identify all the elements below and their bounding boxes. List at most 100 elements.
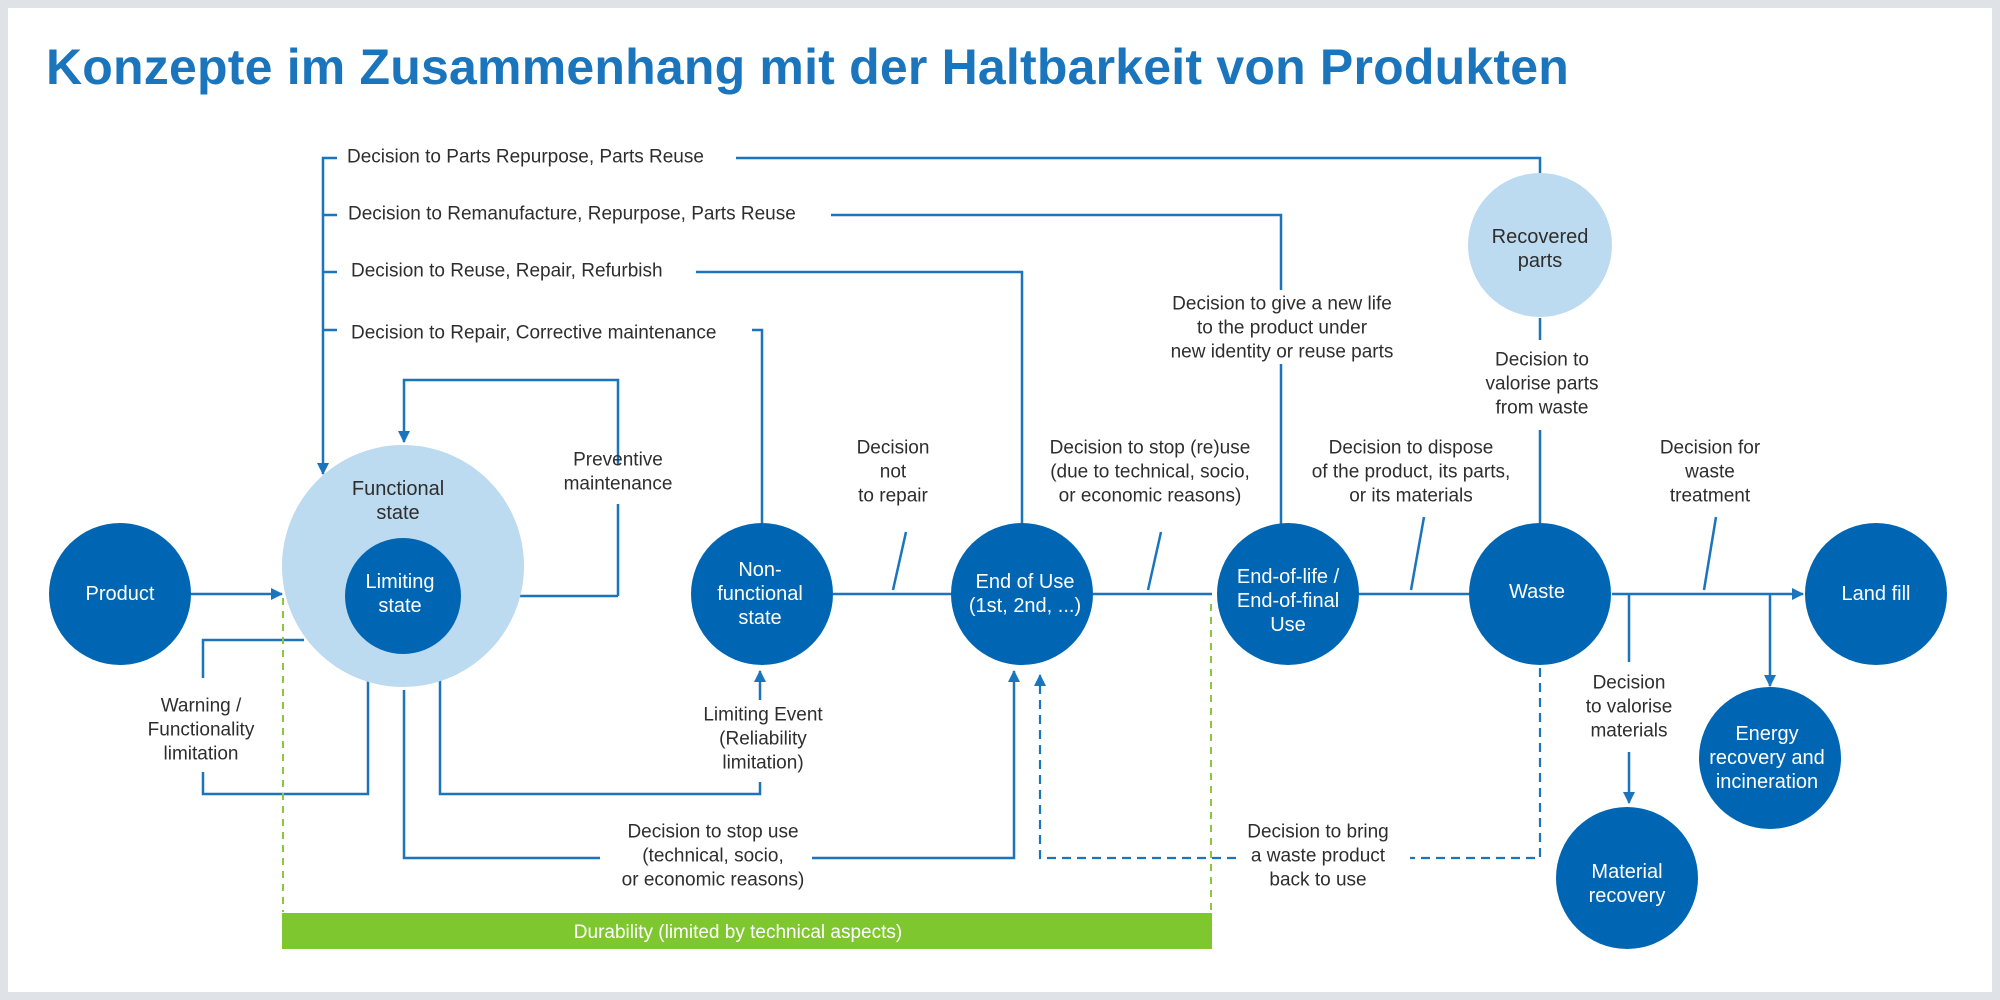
nodes — [49, 173, 1947, 949]
product-label-line: Product — [86, 583, 155, 605]
energy-recovery-node — [1699, 687, 1841, 829]
stop-use-line — [402, 690, 600, 860]
waste-treatment-label-line: waste — [1684, 462, 1735, 483]
material-recovery-label-line: Material — [1591, 861, 1662, 883]
stop-reuse-label-line: or economic reasons) — [1059, 486, 1242, 507]
reuse-repair-label-line: Decision to Reuse, Repair, Refurbish — [351, 261, 663, 282]
recovered-parts-label-line: parts — [1518, 250, 1562, 272]
stop-use-line-right — [812, 670, 1020, 860]
stop-reuse-label: Decision to stop (re)use(due to technica… — [1050, 438, 1251, 507]
waste-node — [1469, 523, 1611, 665]
durability-label: Durability (limited by technical aspects… — [574, 922, 902, 943]
land-fill-label: Land fill — [1842, 583, 1911, 605]
material-recovery-label-line: recovery — [1589, 885, 1666, 907]
page-title: Konzepte im Zusammenhang mit der Haltbar… — [46, 39, 1569, 95]
non-functional-label-line: functional — [717, 583, 803, 605]
repair-corrective-line — [752, 328, 764, 524]
end-of-life-label-line: End-of-life / — [1237, 566, 1340, 588]
bring-back-label-line: a waste product — [1251, 846, 1386, 867]
preventive-label: Preventive maintenance — [564, 450, 673, 495]
warning-loop — [201, 638, 304, 678]
parts-repurpose-line-left — [317, 156, 337, 475]
tick-waste-treatment — [1702, 516, 1718, 591]
waste-treatment-label-line: Decision for — [1660, 438, 1761, 459]
bring-back-label-line: Decision to bring — [1247, 822, 1389, 843]
waste-label: Waste — [1509, 581, 1565, 603]
limiting-event-label-line: Limiting Event — [703, 705, 823, 726]
dispose-label-line: or its materials — [1349, 486, 1473, 507]
warning-label-line: limitation — [164, 744, 239, 765]
waste-label-line: Waste — [1509, 581, 1565, 603]
valorise-materials-label-line: Decision — [1593, 673, 1666, 694]
product-node — [49, 523, 191, 665]
reuse-repair-label: Decision to Reuse, Repair, Refurbish — [351, 261, 663, 282]
connector-lines — [190, 156, 1804, 860]
durability-bounds — [282, 598, 1212, 912]
tick-dispose — [1409, 516, 1426, 591]
product-label: Product — [86, 583, 155, 605]
valorise-parts-label-line: from waste — [1496, 398, 1589, 419]
parts-repurpose-line — [736, 156, 1542, 173]
stop-use-label-line: Decision to stop use — [627, 822, 798, 843]
stop-use-label-line: (technical, socio, — [642, 846, 784, 867]
warning-label-line: Functionality — [148, 720, 255, 741]
limiting-state-label-line: state — [378, 595, 421, 617]
durability-bar — [282, 913, 1212, 949]
bring-back-dashed-line-right — [1410, 668, 1542, 860]
land-fill-node — [1805, 523, 1947, 665]
warning-label-line: Warning / — [161, 696, 242, 717]
new-life-label-line: new identity or reuse parts — [1171, 342, 1394, 363]
preventive-label-line: maintenance — [564, 474, 673, 495]
node-labels: ProductFunctionalstateLimitingstateNon-f… — [86, 226, 1911, 907]
dispose-label: Decision to dispose of the product, its p… — [1312, 438, 1511, 507]
stop-use-label: Decision to stop use (technical, socio, or… — [622, 822, 805, 891]
dispose-label-line: of the product, its parts, — [1312, 462, 1511, 483]
non-functional-label-line: Non- — [738, 559, 781, 581]
stop-use-label-line: or economic reasons) — [622, 870, 805, 891]
functional-state-label-line: Functional — [352, 478, 444, 500]
non-functional-node — [691, 523, 833, 665]
tick-not-repair — [891, 531, 908, 591]
limiting-state-label-line: Limiting — [366, 571, 435, 593]
new-life-label-line: to the product under — [1197, 318, 1368, 339]
end-of-use-label-line: End of Use — [976, 571, 1075, 593]
energy-recovery-label-line: incineration — [1716, 771, 1818, 793]
parts-repurpose-label: Decision to Parts Repurpose, Parts Reuse — [347, 147, 704, 168]
warning-loop-bottom — [201, 641, 374, 796]
remanufacture-label: Decision to Remanufacture, Repurpose, Pa… — [348, 204, 796, 225]
limiting-event-line — [438, 637, 762, 796]
remanufacture-label-line: Decision to Remanufacture, Repurpose, Pa… — [348, 204, 796, 225]
end-of-use-label-line: (1st, 2nd, ...) — [969, 595, 1081, 617]
preventive-maintenance-loop-top — [398, 378, 620, 465]
functional-state-label-line: state — [376, 502, 419, 524]
tick-stop-reuse — [1146, 531, 1163, 591]
not-repair-label-line: not — [880, 462, 907, 483]
annotation-labels: Decision to Parts Repurpose, Parts Reuse… — [148, 147, 1761, 891]
energy-recovery-label-line: Energy — [1735, 723, 1798, 745]
valorise-parts-label-line: valorise parts — [1486, 374, 1599, 395]
end-of-use-node — [951, 523, 1093, 665]
repair-corrective-label: Decision to Repair, Corrective maintenan… — [351, 323, 716, 344]
reuse-repair-line — [696, 270, 1024, 524]
end-of-life-node — [1217, 523, 1359, 665]
material-recovery-node — [1556, 807, 1698, 949]
recovered-parts-label-line: Recovered — [1492, 226, 1589, 248]
dispose-label-line: Decision to dispose — [1329, 438, 1494, 459]
not-repair-label-line: to repair — [858, 486, 928, 507]
warning-label: Warning / Functionality limitation — [148, 696, 255, 765]
energy-recovery-label-line: recovery and — [1709, 747, 1825, 769]
preventive-label-line: Preventive — [573, 450, 663, 471]
parts-repurpose-label-line: Decision to Parts Repurpose, Parts Reuse — [347, 147, 704, 168]
